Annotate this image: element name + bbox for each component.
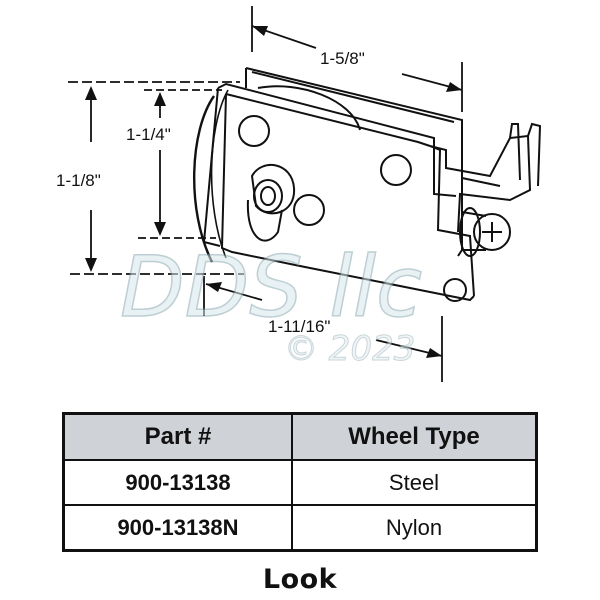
dimension-depth-label: 1-11/16" [268, 317, 330, 336]
brand-name: Look [262, 564, 338, 595]
watermark-text: DDS llc [120, 238, 422, 336]
dimension-height-outer [68, 81, 244, 275]
housing-front-plate [202, 82, 475, 302]
adjustment-bracket [429, 122, 542, 233]
rear-plate [245, 67, 463, 257]
dimension-height-inner-label: 1-1/4" [126, 125, 171, 144]
roller-assembly-drawing: 1-5/8" 1-1/8" 1-1/4" 1-11/16" DDS llc © … [56, 6, 542, 382]
dimension-width-label: 1-5/8" [320, 49, 365, 68]
watermark-copyright: © 2023 [284, 329, 415, 369]
dimension-height-inner [138, 89, 222, 239]
wheel-type-cell: Steel [291, 459, 538, 506]
parts-table: Part # Wheel Type 900-13138 Steel 900-13… [62, 412, 538, 552]
watermark: DDS llc © 2023 [119, 237, 423, 369]
dimension-width [251, 6, 463, 112]
part-number-cell: 900-13138N [62, 504, 293, 552]
table-row: 900-13138N Nylon [62, 504, 538, 552]
table-header-row: Part # Wheel Type [62, 412, 538, 461]
axle-hub [250, 164, 296, 215]
header-part-number: Part # [62, 412, 293, 461]
dimension-depth [203, 276, 443, 382]
table-row: 900-13138 Steel [62, 459, 538, 506]
header-wheel-type: Wheel Type [291, 412, 538, 461]
wheel-type-cell: Nylon [291, 504, 538, 552]
adjustment-screw [459, 207, 511, 257]
dimension-height-outer-label: 1-1/8" [56, 171, 101, 190]
part-number-cell: 900-13138 [62, 459, 293, 506]
